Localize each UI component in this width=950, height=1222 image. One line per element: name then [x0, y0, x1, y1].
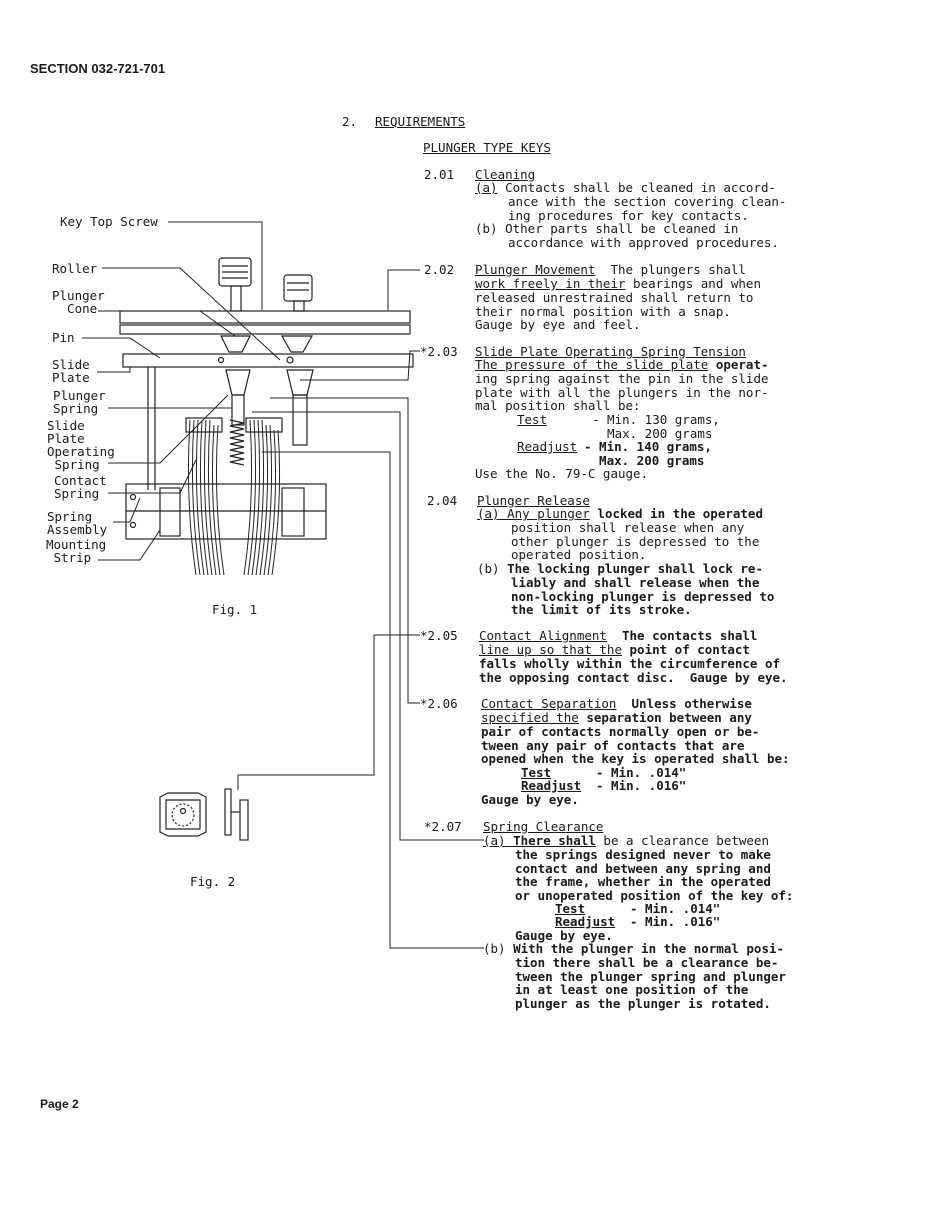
req-2-06-test-label: Test: [521, 765, 552, 780]
req-2-03-line2: The pressure of the slide plate operat-: [475, 357, 769, 372]
req-2-03-readjust-label: Readjust: [517, 439, 578, 454]
label-mounting-strip: Mounting Strip: [46, 537, 107, 565]
req-2-06-number: *2.06: [420, 696, 458, 711]
heading-number: 2.: [342, 114, 358, 129]
req-2-04-b-text: liably and shall release when the non-lo…: [511, 575, 775, 618]
req-2-05-number: *2.05: [420, 628, 458, 643]
req-2-04-number: 2.04: [427, 493, 458, 508]
req-2-07-b-text: tion there shall be a clearance be- twee…: [515, 955, 786, 1011]
req-2-07-a-text: the springs designed never to make conta…: [515, 847, 794, 903]
req-2-01-number: 2.01: [424, 167, 455, 182]
req-2-03-number: *2.03: [420, 344, 458, 359]
req-2-07-test-value: - Min. .014": [630, 901, 721, 916]
req-2-07-title: Spring Clearance: [483, 819, 604, 834]
req-2-03-title: Slide Plate Operating Spring Tension: [475, 344, 746, 359]
req-2-05-line2: line up so that the point of contact: [479, 642, 750, 657]
fig1-caption: Fig. 1: [212, 602, 258, 617]
req-2-07-readjust-label: Readjust: [555, 914, 616, 929]
label-key-top-screw: Key Top Screw: [60, 214, 158, 229]
label-plunger-cone: Plunger Cone: [52, 288, 105, 316]
req-2-03-test-label: Test: [517, 412, 548, 427]
label-spring-assembly: Spring Assembly: [47, 509, 108, 537]
req-2-07-test-label: Test: [555, 901, 586, 916]
req-2-06-test-value: - Min. .014": [596, 765, 687, 780]
req-2-03-readjust-value: - Min. 140 grams, Max. 200 grams: [584, 439, 712, 468]
req-2-01-b-line1: (b) Other parts shall be cleaned in: [475, 221, 739, 236]
req-2-06-line2: specified the separation between any: [481, 710, 752, 725]
label-plunger-spring: Plunger Spring: [53, 388, 106, 416]
label-pin: Pin: [52, 330, 75, 345]
req-2-03-gauge: Use the No. 79-C gauge.: [475, 466, 649, 481]
page-subheading: PLUNGER TYPE KEYS: [423, 140, 551, 155]
req-2-02-line1: Plunger Movement The plungers shall: [475, 262, 746, 277]
req-2-03-test-value: - Min. 130 grams, Max. 200 grams: [592, 412, 720, 441]
req-2-01-b-text: accordance with approved procedures.: [508, 235, 779, 250]
req-2-03-text: ing spring against the pin in the slide …: [475, 371, 769, 414]
fig1-drawing: [119, 257, 414, 576]
req-2-02-line2: work freely in their bearings and when: [475, 276, 761, 291]
req-2-07-gauge: Gauge by eye.: [515, 928, 613, 943]
leader-lines: [82, 221, 484, 949]
fig2-drawing: [159, 788, 249, 841]
label-contact-spring: Contact Spring: [54, 473, 107, 501]
req-2-01-a-line1: (a) Contacts shall be cleaned in accord-: [475, 180, 777, 195]
req-2-01-a-text: ance with the section covering clean- in…: [508, 194, 787, 223]
req-2-06-readjust-value: - Min. .016": [596, 778, 687, 793]
req-2-02-number: 2.02: [424, 262, 455, 277]
req-2-01-title: Cleaning: [475, 167, 536, 182]
req-2-06-readjust-label: Readjust: [521, 778, 582, 793]
req-2-07-a-line1: (a) There shall be a clearance between: [483, 833, 769, 848]
req-2-06-text: pair of contacts normally open or be- tw…: [481, 724, 790, 767]
page-number: Page 2: [40, 1097, 79, 1111]
label-slide-plate-operating-spring: Slide Plate Operating Spring: [47, 418, 115, 472]
req-2-05-line1: Contact Alignment The contacts shall: [479, 628, 758, 643]
req-2-06-line1: Contact Separation Unless otherwise: [481, 696, 752, 711]
req-2-05-text: falls wholly within the circumference of…: [479, 656, 788, 685]
label-roller: Roller: [52, 261, 98, 276]
fig2-caption: Fig. 2: [190, 874, 236, 889]
req-2-04-a-line1: (a) Any plunger locked in the operated: [477, 506, 763, 521]
req-2-06-gauge: Gauge by eye.: [481, 792, 579, 807]
req-2-07-b-line1: (b) With the plunger in the normal posi-: [483, 941, 785, 956]
req-2-07-readjust-value: - Min. .016": [630, 914, 721, 929]
req-2-04-b-line1: (b) The locking plunger shall lock re-: [477, 561, 763, 576]
section-number: SECTION 032-721-701: [30, 61, 166, 76]
label-slide-plate: Slide Plate: [52, 357, 90, 385]
req-2-02-text: released unrestrained shall return to th…: [475, 290, 754, 333]
req-2-04-a-text: position shall release when any other pl…: [511, 520, 760, 563]
req-2-07-number: *2.07: [424, 819, 462, 834]
page-heading: REQUIREMENTS: [375, 114, 466, 129]
req-2-04-title: Plunger Release: [477, 493, 590, 508]
